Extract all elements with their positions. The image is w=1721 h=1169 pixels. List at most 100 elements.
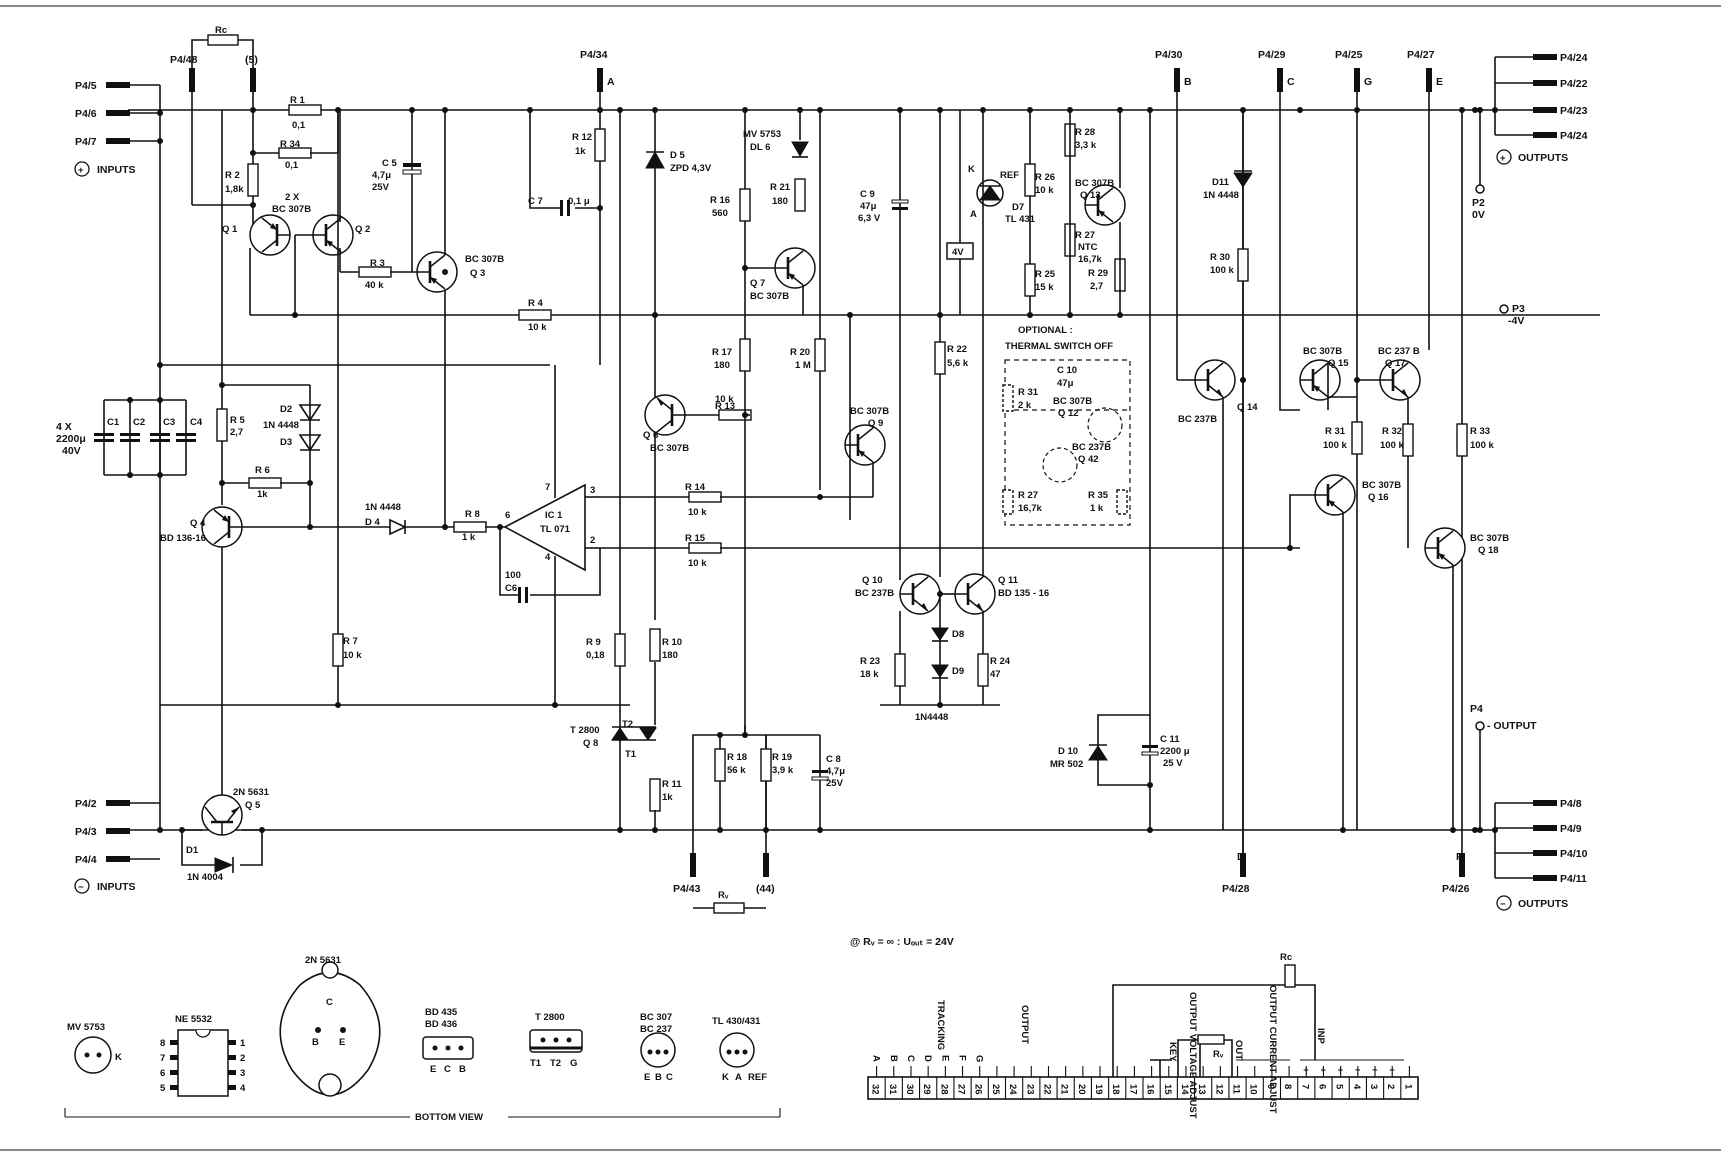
component-label: R 29 bbox=[1088, 268, 1108, 279]
component-label: ZPD 4,3V bbox=[670, 163, 712, 174]
component-label: Q 2 bbox=[355, 224, 370, 235]
terminal-label: E bbox=[1436, 76, 1443, 88]
component-label: K bbox=[968, 164, 975, 175]
pinout-label: MV 5753 bbox=[67, 1022, 105, 1033]
component-label: 3 bbox=[590, 485, 595, 496]
connector-label-key: KEY bbox=[1167, 1042, 1178, 1062]
condition-note: @ Rᵥ = ∞ : Uₒᵤₜ = 24V bbox=[850, 936, 954, 948]
component-label: R 9 bbox=[586, 637, 601, 648]
connector-label-rc: Rᴄ bbox=[1280, 952, 1292, 963]
component-label: Q 15 bbox=[1328, 358, 1349, 369]
component-label: 180 bbox=[714, 360, 730, 371]
component-label: 100 k bbox=[1210, 265, 1234, 276]
connector-letter: C bbox=[905, 1055, 916, 1062]
terminal-label: P4/5 bbox=[75, 80, 97, 92]
terminal-label: P4/24 bbox=[1560, 130, 1588, 142]
component-label: 2,7 bbox=[230, 427, 243, 438]
pinout-label: T 2800 bbox=[535, 1012, 565, 1023]
component-label: 2N 5631 bbox=[233, 787, 270, 798]
pinout-label: BC 307 bbox=[640, 1012, 672, 1023]
component-label: Q 6 bbox=[643, 430, 658, 441]
pinout-label: E bbox=[430, 1064, 436, 1075]
component-label: 100 bbox=[505, 570, 521, 581]
input-terminals-plus bbox=[106, 82, 160, 144]
terminal-label: P2 bbox=[1472, 197, 1485, 209]
connector-pin-label: 10 bbox=[1248, 1084, 1259, 1095]
component-label: 2 k bbox=[1018, 400, 1032, 411]
component-label: R 5 bbox=[230, 415, 246, 426]
component-label: 6 bbox=[505, 510, 510, 521]
terminal-label: P4/22 bbox=[1560, 78, 1588, 90]
terminal-label: (44) bbox=[756, 883, 775, 895]
thermal-label: THERMAL SWITCH OFF bbox=[1005, 341, 1113, 352]
terminal-label: P3 bbox=[1512, 303, 1525, 315]
ic1-opamp bbox=[499, 365, 601, 705]
component-label: 100 k bbox=[1323, 440, 1347, 451]
terminal-label: 0V bbox=[1472, 209, 1485, 221]
connector-pin-label: 4 bbox=[1351, 1084, 1362, 1090]
connector-pin-label: 2 bbox=[1385, 1084, 1396, 1089]
connector-pin-label: 3 bbox=[1368, 1084, 1379, 1089]
component-label: R 12 bbox=[572, 132, 592, 143]
input-terminals-minus bbox=[106, 800, 160, 862]
component-label: NTC bbox=[1078, 242, 1098, 253]
terminal-label: P4/25 bbox=[1335, 49, 1363, 61]
component-label: D 5 bbox=[670, 150, 686, 161]
component-label: C 10 bbox=[1057, 365, 1077, 376]
component-label: 4 bbox=[545, 552, 551, 563]
component-label: R 15 bbox=[685, 533, 706, 544]
capacitor-bank bbox=[94, 399, 196, 476]
terminal-label: A bbox=[607, 76, 615, 88]
component-label: R 28 bbox=[1075, 127, 1095, 138]
component-label: 40 k bbox=[365, 280, 384, 291]
terminal-label: P4/26 bbox=[1442, 883, 1470, 895]
component-label: D2 bbox=[280, 404, 292, 415]
pinout-label: REF bbox=[748, 1072, 767, 1083]
terminal-label: P4/27 bbox=[1407, 49, 1435, 61]
component-label: D1 bbox=[186, 845, 199, 856]
pinout-label: TL 430/431 bbox=[712, 1016, 761, 1027]
connector-pin-label: 1 bbox=[1402, 1084, 1413, 1090]
component-label: D11 bbox=[1212, 177, 1230, 188]
connector-pin-label: 24 bbox=[1007, 1084, 1018, 1095]
outputs-plus-label: OUTPUTS bbox=[1518, 152, 1568, 164]
component-label: Q 42 bbox=[1078, 454, 1099, 465]
component-label: R 25 bbox=[1035, 269, 1056, 280]
component-label: R 7 bbox=[343, 636, 358, 647]
connector-pin-label: 15 bbox=[1162, 1084, 1173, 1095]
connector-pin-label: 11 bbox=[1231, 1084, 1242, 1095]
connector-pin-label: 32 bbox=[870, 1084, 881, 1095]
pinout-label: 6 bbox=[160, 1068, 165, 1079]
component-label: T 2800 bbox=[570, 725, 600, 736]
connector-pin-label: 31 bbox=[887, 1084, 898, 1095]
component-label: BD 136-16 bbox=[160, 533, 206, 544]
terminal-label: P4/2 bbox=[75, 798, 97, 810]
connector-pin-label: 22 bbox=[1041, 1084, 1052, 1095]
component-label: BC 307B bbox=[850, 406, 889, 417]
component-label: R 33 bbox=[1470, 426, 1490, 437]
pinout-label: BD 435 bbox=[425, 1007, 458, 1018]
connector-pin-label: 26 bbox=[973, 1084, 984, 1095]
connector-pin-label: 13 bbox=[1196, 1084, 1207, 1095]
component-label: C3 bbox=[163, 417, 175, 428]
component-label: 10 k bbox=[343, 650, 362, 661]
component-label: 180 bbox=[662, 650, 678, 661]
component-label: BC 307B bbox=[750, 291, 789, 302]
pinout-label: A bbox=[735, 1072, 742, 1083]
component-label: Rᵥ bbox=[718, 890, 729, 901]
terminal-label: P4/6 bbox=[75, 108, 97, 120]
connector-label-rv: Rᵥ bbox=[1213, 1049, 1224, 1060]
component-label: 25V bbox=[372, 182, 390, 193]
component-label: BC 307B bbox=[1303, 346, 1342, 357]
connector-polarity-mark: − bbox=[1372, 1065, 1378, 1076]
component-label: 100 k bbox=[1470, 440, 1494, 451]
component-label: BC 307B bbox=[1075, 178, 1114, 189]
component-label: 2 X bbox=[285, 192, 300, 203]
terminal-label: P4/48 bbox=[170, 54, 198, 66]
component-label: 25 V bbox=[1163, 758, 1183, 769]
component-label: D8 bbox=[952, 629, 964, 640]
component-label: 0,18 bbox=[586, 650, 605, 661]
component-label: 3,9 k bbox=[772, 765, 794, 776]
